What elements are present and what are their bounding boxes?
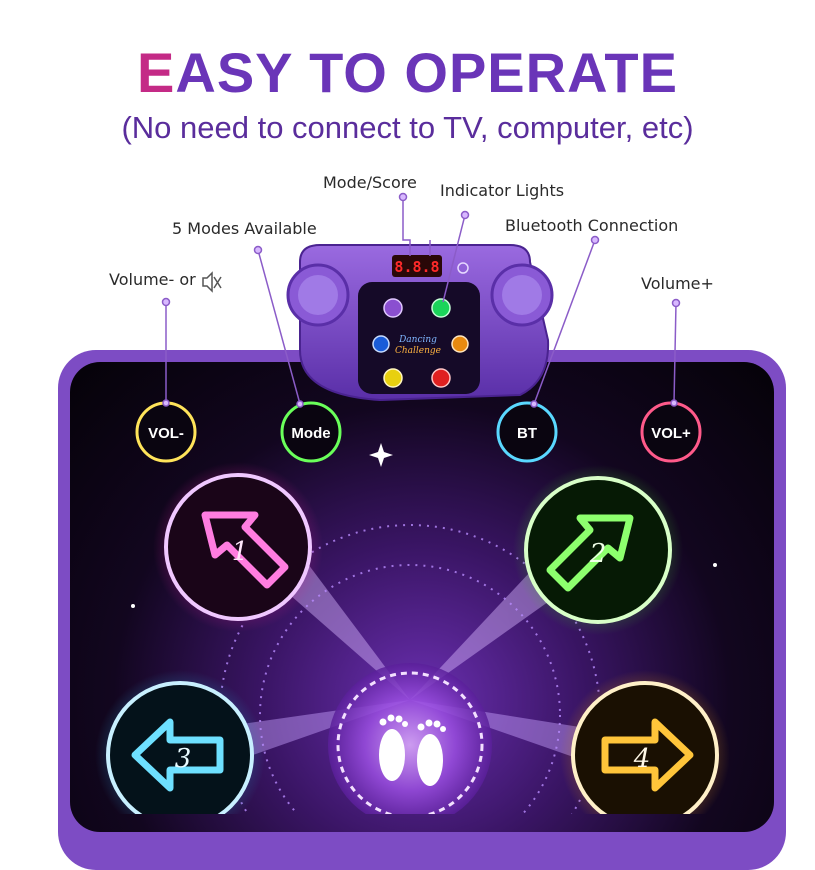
controller-logo-line2: Challenge: [395, 346, 441, 356]
pad-1: [153, 462, 323, 632]
pad-1-number: 1: [232, 537, 249, 567]
controller-unit: [286, 244, 554, 402]
vol-plus-label: VOL+: [651, 425, 691, 442]
arrow-left-icon: [131, 718, 224, 792]
callout-volume-plus: Volume+: [641, 274, 714, 293]
mode-button: [280, 401, 342, 463]
callout-dots: [161, 192, 681, 408]
controller-button-1: [383, 368, 403, 388]
score-display: [392, 255, 442, 277]
mat-buttons: [135, 401, 702, 463]
bt-label: BT: [517, 425, 537, 442]
pad-3: [95, 670, 265, 814]
callout-modes-available: 5 Modes Available: [172, 219, 317, 238]
footprints-icon: [379, 714, 446, 786]
pad-2-number: 2: [589, 539, 607, 569]
product-illustration: 1 2 3 4 8.8.8 Dancing Challe: [95, 192, 730, 814]
footprint-pad: [328, 663, 492, 814]
title-first-letter: E: [137, 41, 176, 104]
controller-button-3: [372, 335, 390, 353]
pad-4: [560, 670, 730, 814]
arrow-right-icon: [601, 718, 694, 792]
page-subtitle: (No need to connect to TV, computer, etc…: [121, 110, 694, 145]
callout-lines: [165, 197, 677, 405]
controller-mode-button: [383, 298, 403, 318]
arrow-up-right-icon: [546, 514, 634, 592]
callout-bluetooth: Bluetooth Connection: [505, 216, 679, 235]
arrow-up-left-icon: [201, 511, 289, 589]
indicator-light-icon: [431, 298, 451, 318]
controller-logo-line1: Dancing: [398, 335, 437, 345]
mode-label: Mode: [291, 425, 330, 442]
score-display-digits: 8.8.8: [394, 258, 439, 276]
pad-4-number: 4: [633, 744, 651, 774]
power-icon: [457, 262, 469, 274]
pad-2: [513, 465, 683, 635]
sparkle-icons: [131, 443, 717, 608]
pad-3-number: 3: [175, 744, 192, 774]
bt-button: [496, 401, 558, 463]
callout-volume-minus: Volume- or: [109, 270, 196, 289]
mute-icon: [202, 271, 222, 293]
vol-minus-label: VOL-: [148, 425, 184, 442]
controller-button-2: [431, 368, 451, 388]
page-title: EASY TO OPERATE: [0, 40, 815, 105]
callout-indicator-lights: Indicator Lights: [440, 181, 565, 200]
controller-button-4: [451, 335, 469, 353]
title-rest: ASY TO OPERATE: [175, 41, 678, 104]
callout-mode-score: Mode/Score: [323, 173, 417, 192]
